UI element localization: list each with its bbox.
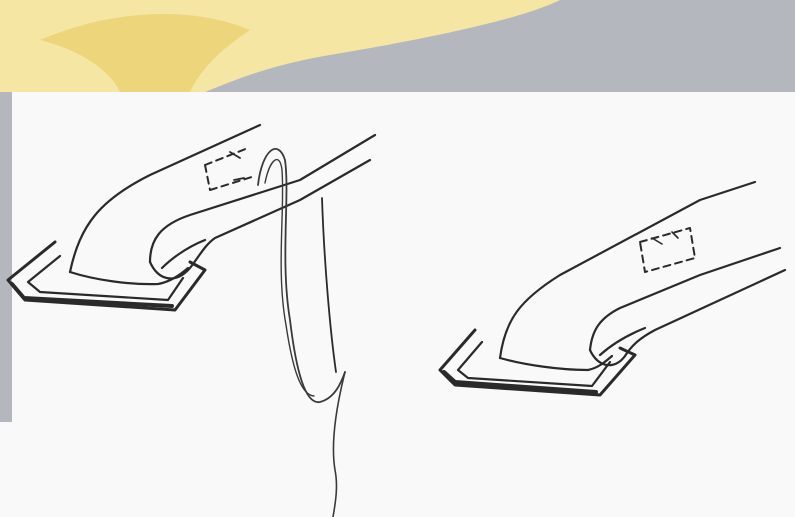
- left-gray-strip: [0, 92, 12, 422]
- paper-area-bottom-left: [0, 422, 12, 517]
